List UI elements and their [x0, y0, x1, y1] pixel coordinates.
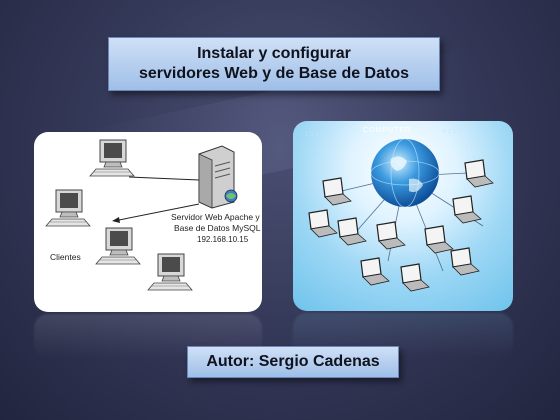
author-name: Autor: Sergio Cadenas: [206, 353, 380, 370]
clients-label: Clientes: [50, 252, 81, 262]
laptop-icon: [322, 177, 352, 206]
client-computer-icon: [45, 189, 91, 227]
svg-text:0 1: 0 1: [313, 157, 322, 163]
laptop-icon: [400, 263, 430, 292]
client-computer-icon: [89, 139, 135, 177]
globe-icon: [370, 138, 440, 208]
title-line-1: Instalar y configurar: [197, 45, 351, 62]
computer-banner: COMPUTER: [363, 127, 411, 134]
laptop-icon: [450, 247, 480, 276]
network-diagram: Servidor Web Apache y Base de Datos MySQ…: [45, 139, 261, 291]
laptop-icon: [308, 209, 338, 238]
laptop-icon: [376, 221, 406, 250]
server-icon: [198, 145, 238, 209]
svg-text:1 0 1 1: 1 0 1 1: [305, 132, 324, 138]
laptop-icon: [424, 225, 454, 254]
laptop-icon: [464, 159, 494, 188]
laptop-icon: [337, 217, 367, 246]
network-globe-image: 1 0 1 1 0 1 1 0 0 1 1 0 1 COMPUTER: [293, 121, 513, 311]
globe-laptops-illustration: 1 0 1 1 0 1 1 0 0 1 1 0 1 COMPUTER: [305, 127, 494, 292]
client-computer-icon: [147, 253, 193, 291]
title-line-2: servidores Web y de Base de Datos: [138, 65, 410, 82]
client-computer-icon: [95, 227, 141, 265]
server-label-line-1: Servidor Web Apache y: [171, 212, 260, 222]
author-box: Autor: Sergio Cadenas: [187, 346, 399, 378]
server-label-line-2: Base de Datos MySQL: [174, 223, 261, 233]
network-diagram-panel: Servidor Web Apache y Base de Datos MySQ…: [34, 132, 262, 312]
laptop-icon: [452, 195, 482, 224]
title-box: Instalar y configurar servidores Web y d…: [108, 37, 440, 91]
laptop-icon: [360, 257, 390, 286]
svg-text:0 1 1 0: 0 1 1 0: [443, 129, 462, 135]
server-ip: 192.168.10.15: [197, 235, 249, 244]
svg-text:1 0 1: 1 0 1: [468, 157, 482, 163]
